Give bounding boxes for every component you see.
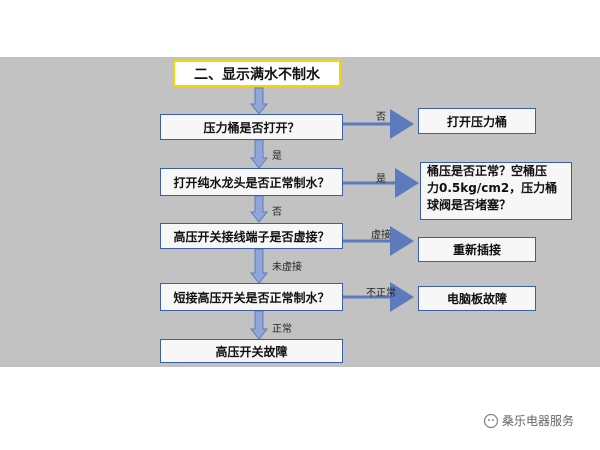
result-check-pressure-line3: 球阀是否堵塞？ xyxy=(427,198,512,212)
step-short-switch: 短接高压开关是否正常制水？ xyxy=(160,283,343,311)
result-check-pressure-line2: 力0.5kg/cm2，压力桶 xyxy=(427,181,558,195)
label-yes-2: 是 xyxy=(376,174,386,185)
step-pressure-tank-open: 压力桶是否打开？ xyxy=(160,114,343,140)
diagram-title: 二、显示满水不制水 xyxy=(173,60,341,87)
arrow-down-2 xyxy=(249,139,269,169)
label-yes-1: 是 xyxy=(272,151,282,162)
label-no-1: 否 xyxy=(376,112,386,123)
step-faucet-normal: 打开纯水龙头是否正常制水？ xyxy=(160,168,343,196)
label-loose: 虚接 xyxy=(371,230,391,241)
wechat-icon xyxy=(483,413,499,428)
step-terminal-loose: 高压开关接线端子是否虚接？ xyxy=(160,223,343,249)
result-check-pressure-line1: 桶压是否正常？空桶压 xyxy=(427,164,548,178)
arrow-down-3 xyxy=(249,195,269,223)
arrow-down-4 xyxy=(249,248,269,284)
watermark-text: 桑乐电器服务 xyxy=(502,414,575,428)
result-open-tank: 打开压力桶 xyxy=(418,108,536,134)
result-check-pressure: 桶压是否正常？空桶压 力0.5kg/cm2，压力桶 球阀是否堵塞？ xyxy=(420,162,572,220)
result-reconnect: 重新插接 xyxy=(418,237,536,262)
step-switch-fault: 高压开关故障 xyxy=(160,339,343,363)
label-not-loose: 未虚接 xyxy=(272,262,302,273)
result-board-fault: 电脑板故障 xyxy=(418,286,536,311)
arrow-down-1 xyxy=(249,87,269,115)
label-abnormal: 不正常 xyxy=(366,288,396,299)
arrow-down-5 xyxy=(249,310,269,340)
watermark: 桑乐电器服务 xyxy=(483,412,574,429)
label-no-2: 否 xyxy=(272,207,282,218)
label-normal: 正常 xyxy=(272,324,292,335)
